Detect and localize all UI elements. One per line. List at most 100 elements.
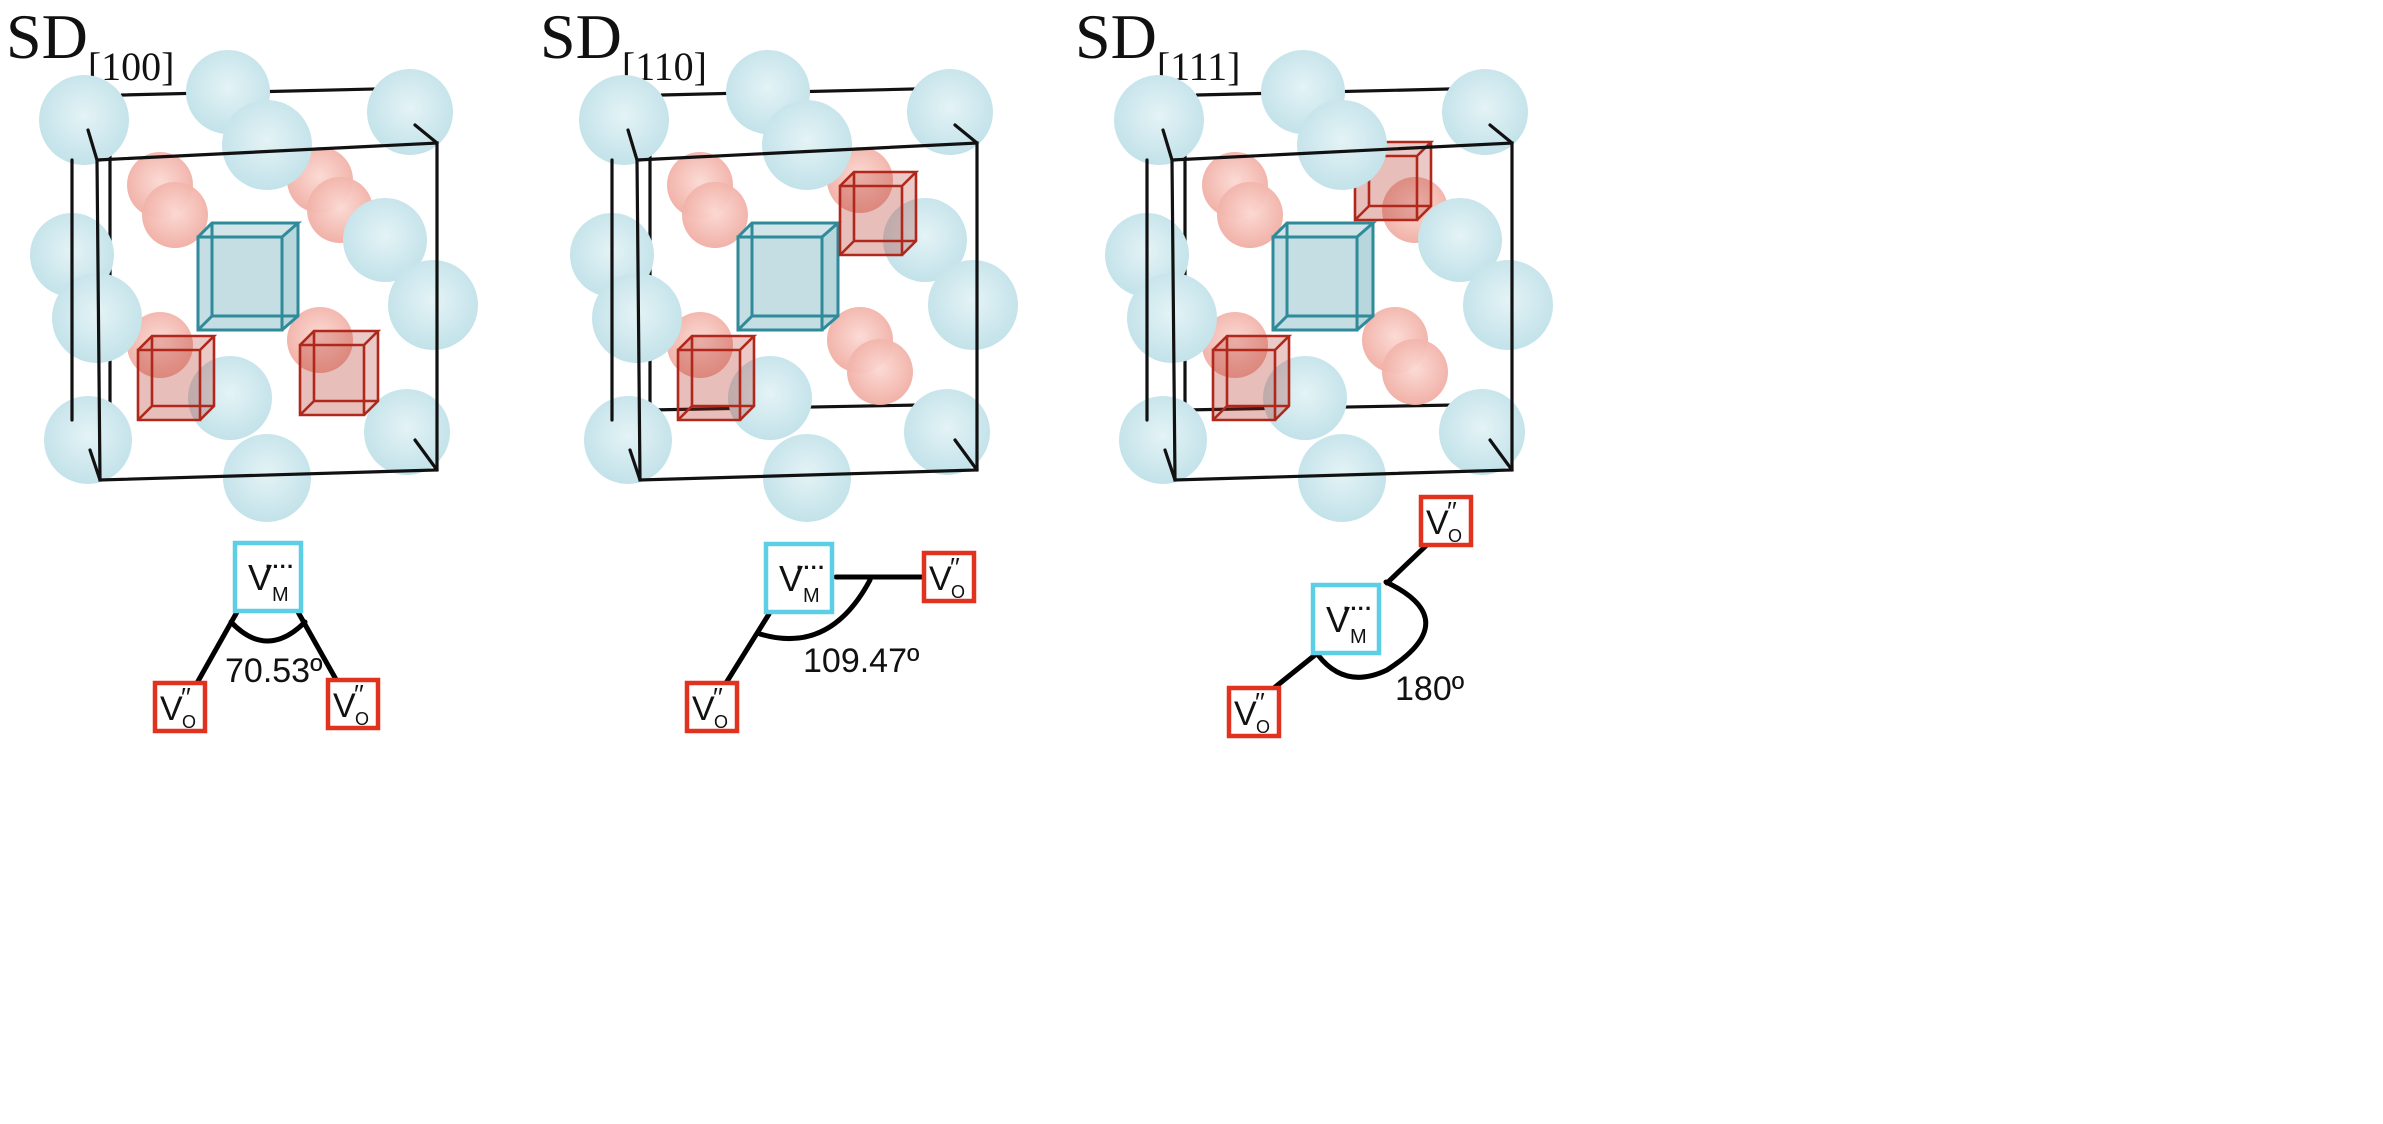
anion-sphere bbox=[847, 339, 913, 405]
anion-vacancy-label: V O ′′ bbox=[325, 677, 381, 731]
lattice-edge bbox=[626, 123, 979, 482]
anion-vacancy-cube bbox=[136, 334, 218, 422]
crystal-structure bbox=[1105, 50, 1553, 522]
anion-sphere bbox=[287, 307, 353, 373]
cation-sphere bbox=[39, 75, 129, 165]
cation-sphere bbox=[907, 69, 993, 155]
cation-sphere bbox=[904, 389, 990, 475]
svg-text:′′: ′′ bbox=[354, 679, 364, 709]
svg-text:′′: ′′ bbox=[181, 682, 191, 712]
svg-text:V: V bbox=[1234, 695, 1257, 733]
cation-sphere bbox=[1418, 198, 1502, 282]
bond-line bbox=[1271, 652, 1318, 691]
cation-sphere bbox=[1442, 69, 1528, 155]
cation-sphere bbox=[343, 198, 427, 282]
cation-sphere bbox=[579, 75, 669, 165]
panel-sd-111: SD[111] bbox=[1075, 1, 1553, 739]
svg-text:′′: ′′ bbox=[1255, 687, 1265, 717]
lattice-edge bbox=[1161, 123, 1514, 482]
svg-text:V: V bbox=[929, 560, 952, 598]
panel-sd-100: SD[100] bbox=[6, 1, 478, 734]
svg-text:O: O bbox=[182, 712, 196, 732]
anion-vacancy-cube bbox=[676, 334, 758, 422]
bond-line bbox=[723, 611, 772, 686]
anion-vacancy-cube bbox=[838, 170, 920, 257]
angle-arc bbox=[757, 577, 873, 642]
bond-angle-label: 180º bbox=[1395, 670, 1464, 708]
svg-text:′′: ′′ bbox=[950, 552, 960, 582]
cation-sphere bbox=[1298, 434, 1386, 522]
cation-vacancy-cube bbox=[1271, 221, 1377, 332]
cation-sphere bbox=[1297, 100, 1387, 190]
defect-schematic: 180º V M ···· V O ′′ V O ′′ bbox=[1226, 494, 1474, 739]
cation-vacancy-label: V M ···· bbox=[1310, 582, 1382, 656]
cation-sphere bbox=[1119, 396, 1207, 484]
cation-vacancy-label: V M ···· bbox=[232, 540, 304, 614]
cation-vacancy-cube bbox=[736, 221, 842, 332]
anion-vacancy-cube bbox=[1211, 334, 1293, 422]
svg-text:V: V bbox=[1326, 599, 1350, 640]
crystal-structure bbox=[30, 50, 478, 522]
anion-sphere bbox=[127, 312, 193, 378]
svg-text:O: O bbox=[1256, 717, 1270, 737]
defect-schematic: 70.53º V M ···· V O ′′ V O ′′ bbox=[152, 540, 381, 734]
cation-sphere bbox=[762, 100, 852, 190]
lattice-edge bbox=[86, 123, 439, 482]
svg-text:′′: ′′ bbox=[1447, 496, 1457, 526]
svg-text:V: V bbox=[333, 687, 356, 725]
svg-text:O: O bbox=[1448, 526, 1462, 546]
cation-sphere bbox=[584, 396, 672, 484]
panel-title: SD[111] bbox=[1075, 1, 1240, 89]
svg-text:V: V bbox=[1426, 504, 1449, 542]
svg-text:O: O bbox=[951, 582, 965, 602]
crystal-structure bbox=[570, 50, 1018, 522]
svg-text:O: O bbox=[355, 709, 369, 729]
svg-text:O: O bbox=[714, 712, 728, 732]
cation-sphere bbox=[763, 434, 851, 522]
anion-sphere bbox=[1382, 339, 1448, 405]
svg-text:····: ···· bbox=[1343, 596, 1372, 621]
cation-vacancy-label: V M ···· bbox=[763, 541, 835, 615]
cation-vacancy-cube bbox=[196, 221, 302, 332]
anion-sphere bbox=[142, 182, 208, 248]
angle-arc bbox=[1315, 579, 1429, 680]
cation-sphere bbox=[223, 434, 311, 522]
svg-text:M: M bbox=[803, 585, 820, 607]
svg-text:V: V bbox=[248, 557, 272, 598]
bond-angle-label: 70.53º bbox=[225, 652, 323, 690]
svg-text:M: M bbox=[272, 584, 289, 606]
cation-sphere bbox=[1439, 389, 1525, 475]
svg-text:V: V bbox=[160, 690, 183, 728]
anion-sphere bbox=[1217, 182, 1283, 248]
cation-sphere bbox=[44, 396, 132, 484]
anion-vacancy-label: V O ′′ bbox=[921, 550, 977, 604]
svg-text:′′: ′′ bbox=[713, 682, 723, 712]
cation-sphere bbox=[1263, 356, 1347, 440]
cation-sphere bbox=[188, 356, 272, 440]
bond-angle-label: 109.47º bbox=[803, 642, 919, 680]
svg-text:V: V bbox=[779, 558, 803, 599]
svg-text:····: ···· bbox=[796, 555, 825, 580]
anion-vacancy-label: V O ′′ bbox=[1418, 494, 1474, 548]
cation-sphere bbox=[883, 198, 967, 282]
svg-text:····: ···· bbox=[265, 554, 294, 579]
cation-sphere bbox=[367, 69, 453, 155]
angle-arc bbox=[228, 619, 308, 644]
svg-text:M: M bbox=[1350, 626, 1367, 648]
anion-vacancy-label: V O ′′ bbox=[1226, 685, 1282, 739]
cation-sphere bbox=[222, 100, 312, 190]
cation-sphere bbox=[1463, 260, 1553, 350]
panel-title: SD[110] bbox=[540, 1, 707, 89]
anion-sphere bbox=[682, 182, 748, 248]
panel-title: SD[100] bbox=[6, 1, 174, 89]
cation-sphere bbox=[1114, 75, 1204, 165]
cation-sphere bbox=[388, 260, 478, 350]
cation-sphere bbox=[728, 356, 812, 440]
anion-vacancy-label: V O ′′ bbox=[684, 680, 740, 734]
cation-sphere bbox=[364, 389, 450, 475]
panel-sd-110: SD[110] bbox=[540, 1, 1018, 734]
anion-sphere bbox=[667, 312, 733, 378]
anion-vacancy-cube bbox=[298, 329, 382, 417]
svg-text:V: V bbox=[692, 690, 715, 728]
